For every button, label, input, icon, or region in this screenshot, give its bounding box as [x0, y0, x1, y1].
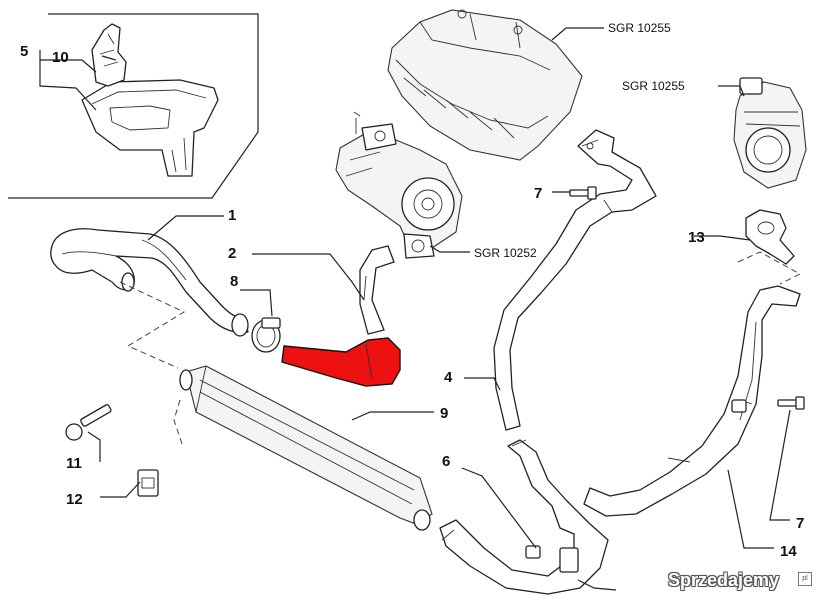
part-7-bolt-upper — [569, 186, 597, 200]
part-13-routing-dashline — [737, 251, 802, 285]
throttle-body — [733, 77, 807, 189]
part-5-air-box-bracket — [81, 79, 219, 177]
ref-manifold: SGR 10255 — [608, 21, 671, 35]
part-10-clip — [91, 23, 127, 87]
part-2-turbo-outlet-pipe — [281, 245, 401, 387]
watermark: Sprzedajemy pl — [668, 566, 814, 596]
watermark-text: Sprzedajemy — [668, 570, 780, 590]
callout-7-upper: 7 — [534, 185, 542, 202]
callout-6: 6 — [442, 453, 450, 470]
callout-1: 1 — [228, 207, 236, 224]
part-8-hose-clamp — [251, 317, 281, 353]
callout-5: 5 — [20, 43, 28, 60]
callout-14: 14 — [780, 543, 797, 560]
part-6-lower-hose — [439, 439, 609, 595]
callout-2: 2 — [228, 245, 236, 262]
turbocharger — [335, 111, 463, 259]
part-1-intercooler-hose — [50, 228, 249, 337]
callout-10: 10 — [52, 49, 69, 66]
leader-lines — [39, 27, 791, 591]
part-14-hose-assembly — [583, 285, 801, 517]
intake-manifold — [387, 9, 583, 161]
callout-7-lower: 7 — [796, 515, 804, 532]
part-12-nut — [137, 469, 159, 497]
callout-4: 4 — [444, 369, 453, 386]
callout-13: 13 — [688, 229, 705, 246]
part-11-screw — [65, 404, 112, 441]
ref-turbo: SGR 10252 — [474, 246, 537, 260]
part-9-routing-dashline — [173, 399, 183, 445]
callout-8: 8 — [230, 273, 238, 290]
callout-11: 11 — [66, 455, 82, 472]
ref-throttle: SGR 10255 — [622, 79, 685, 93]
part-7-bolt-lower — [777, 396, 805, 410]
watermark-badge: pl — [798, 572, 812, 586]
callout-12: 12 — [66, 491, 83, 508]
inset-frame — [8, 13, 259, 199]
part-13-sensor — [745, 209, 795, 265]
part-9-intercooler — [179, 365, 433, 531]
part-1-routing-dashline — [119, 281, 186, 369]
callout-9: 9 — [440, 405, 448, 422]
part-2-highlighted-hose — [281, 337, 401, 387]
part-4-hose — [493, 129, 657, 431]
